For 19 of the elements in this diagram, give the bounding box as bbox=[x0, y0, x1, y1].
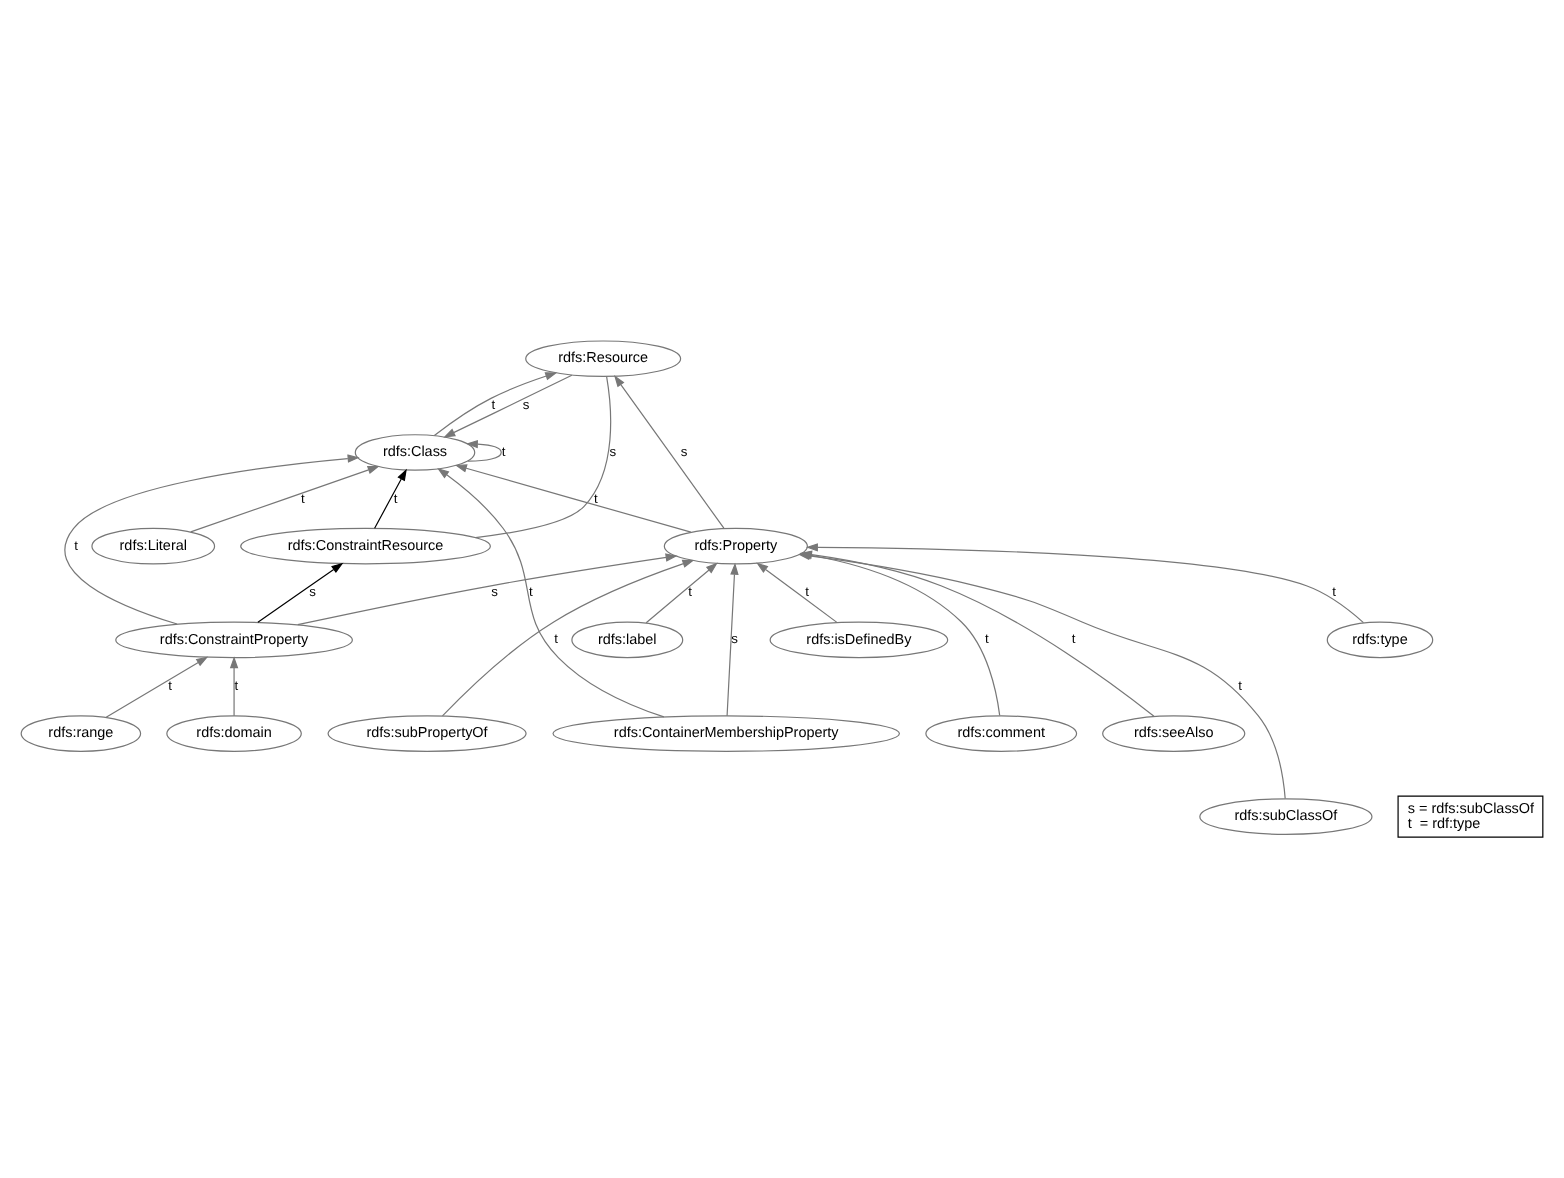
arrow bbox=[443, 374, 573, 438]
arrow bbox=[465, 439, 502, 462]
arrow bbox=[374, 468, 407, 529]
arrow bbox=[64, 454, 360, 625]
arrow bbox=[454, 464, 692, 533]
arrow bbox=[756, 562, 838, 623]
arrow bbox=[437, 467, 665, 718]
arrow bbox=[614, 375, 725, 529]
arrow bbox=[257, 562, 344, 623]
arrow bbox=[297, 553, 678, 626]
connector bbox=[474, 376, 612, 539]
arrow bbox=[190, 465, 380, 533]
arrow bbox=[229, 656, 239, 717]
arrow bbox=[726, 562, 739, 717]
arrow bbox=[805, 543, 1365, 624]
arrow bbox=[105, 656, 209, 718]
arrow bbox=[433, 372, 558, 437]
arrow bbox=[645, 562, 718, 624]
arrow bbox=[441, 559, 695, 717]
